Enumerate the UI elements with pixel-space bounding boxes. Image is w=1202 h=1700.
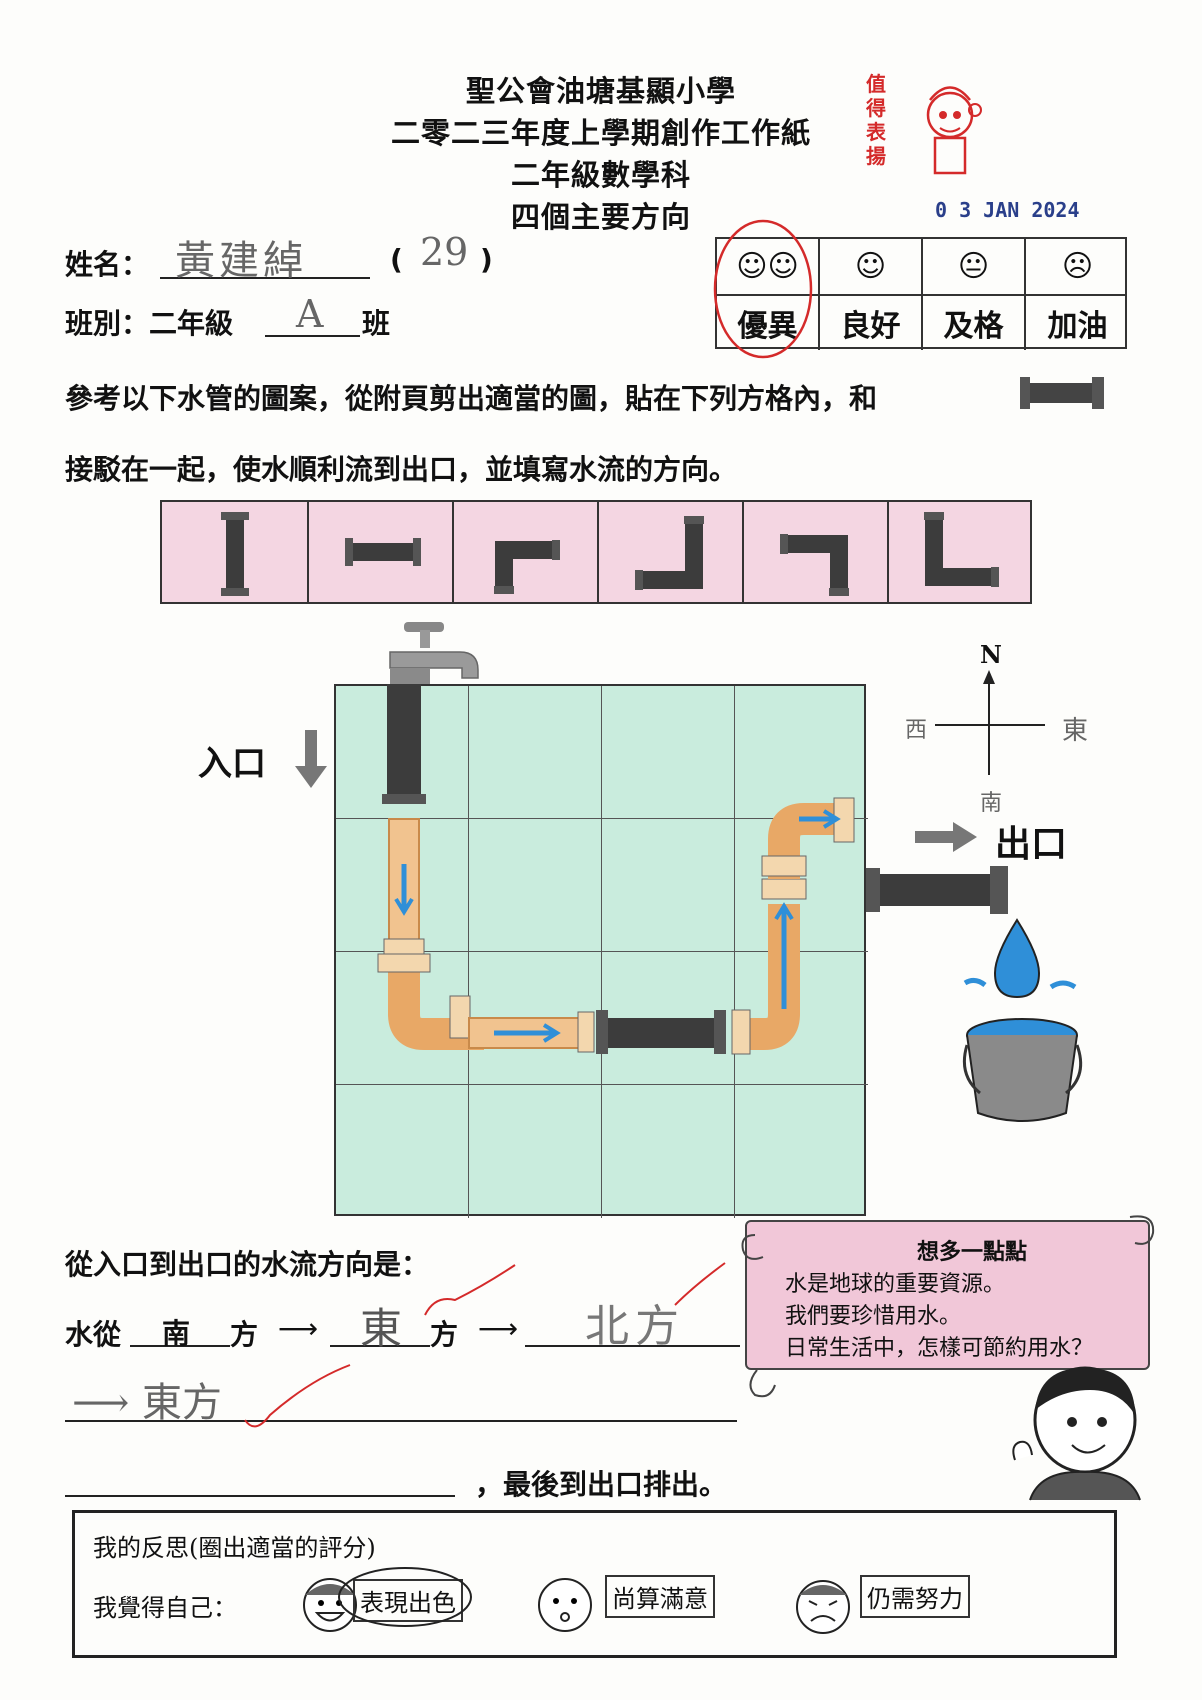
face-tryharder-icon: ☹ xyxy=(1061,249,1094,284)
boy-illustration-icon xyxy=(1010,1360,1150,1505)
fang-label-2: 方 xyxy=(430,1318,459,1351)
term-title: 二零二三年度上學期創作工作紙 xyxy=(390,116,811,150)
class-label: 班別：二年級 xyxy=(65,307,234,340)
bucket-icon xyxy=(960,1015,1090,1130)
think-line3: 日常生活中，怎樣可節約用水？ xyxy=(785,1336,1094,1361)
grid-cell[interactable] xyxy=(469,686,602,819)
number-value: 29 xyxy=(420,230,469,274)
rating-good: 良好 xyxy=(820,295,923,350)
water-drop-icon xyxy=(955,915,1085,1005)
option-satisfied[interactable]: 尚算滿意 xyxy=(605,1575,715,1618)
compass-west: 西 xyxy=(905,718,928,743)
name-label: 姓名： xyxy=(65,248,150,281)
face-pass-icon: 😐 xyxy=(923,239,1026,294)
scroll-curl-icon xyxy=(735,1205,1165,1405)
entrance-label: 入口 xyxy=(198,744,266,784)
grid-cell[interactable] xyxy=(469,819,602,952)
arrow-2: ⟶ xyxy=(478,1312,519,1345)
grid-cell[interactable] xyxy=(602,686,735,819)
think-more-box: 想多一點點 水是地球的重要資源。 我們要珍惜用水。 日常生活中，怎樣可節約用水？ xyxy=(745,1220,1150,1370)
pipe-path xyxy=(334,684,866,1216)
compass-south: 南 xyxy=(980,791,1003,816)
topic-title: 四個主要方向 xyxy=(510,200,691,234)
check-mark-icon xyxy=(415,1255,735,1325)
exit-pipe-icon xyxy=(866,860,1016,920)
direction-blank4[interactable]: ⟶ 東方 xyxy=(72,1380,223,1426)
question-heading: 從入口到出口的水流方向是： xyxy=(65,1248,430,1281)
question-ending: ，最後到出口排出。 xyxy=(475,1468,728,1501)
fang-label-1: 方 xyxy=(230,1318,259,1351)
name-value: 黃建綽 xyxy=(175,238,307,284)
pipe-elbow-wn-icon xyxy=(599,502,744,602)
think-line1: 水是地球的重要資源。 xyxy=(785,1272,1006,1297)
school-name: 聖公會油塘基顯小學 xyxy=(465,74,736,108)
right-arrow-icon xyxy=(915,822,977,852)
number-close: ) xyxy=(480,243,493,276)
direction-blank2[interactable]: 東 xyxy=(360,1304,403,1353)
water-from-label: 水從 xyxy=(65,1318,122,1351)
grid-cell[interactable] xyxy=(469,1085,602,1218)
direction-blank1[interactable]: 南 xyxy=(162,1317,191,1350)
think-title: 想多一點點 xyxy=(917,1240,1028,1265)
think-line2: 我們要珍惜用水。 xyxy=(785,1304,962,1329)
stamp-date: 0 3 JAN 2024 xyxy=(935,198,1080,222)
frustrated-face-icon xyxy=(785,1573,860,1638)
rating-tryharder: 加油 xyxy=(1047,308,1108,344)
grid-cell[interactable] xyxy=(602,819,735,952)
reflection-prompt: 我覺得自己： xyxy=(93,1594,237,1622)
compass-north: N xyxy=(980,640,1002,669)
subject-title: 二年級數學科 xyxy=(510,158,691,192)
arrow-1: ⟶ xyxy=(278,1312,319,1345)
grid-cell[interactable] xyxy=(735,819,868,952)
pipe-horizontal-icon xyxy=(309,502,454,602)
instruction-line1: 參考以下水管的圖案，從附頁剪出適當的圖，貼在下列方格內，和 xyxy=(65,382,878,415)
face-good-icon: ☺ xyxy=(820,239,923,294)
class-suffix: 班 xyxy=(362,307,391,340)
class-value: A xyxy=(296,292,324,336)
compass-east: 東 xyxy=(1062,716,1089,746)
reflection-heading: 我的反思(圈出適當的評分) xyxy=(93,1534,376,1562)
grid-cell[interactable] xyxy=(735,952,868,1085)
option-excellent[interactable]: 表現出色 xyxy=(353,1579,463,1622)
reflection-box: 我的反思(圈出適當的評分) 我覺得自己： 表現出色 尚算滿意 仍需努力 xyxy=(72,1510,1117,1658)
rating-pass: 及格 xyxy=(923,295,1026,350)
pipe-elbow-se-icon xyxy=(454,502,599,602)
pipe-elbow-ne-icon xyxy=(889,502,1030,602)
rating-excellent: 優異 xyxy=(717,295,820,350)
rating-selected-circle xyxy=(708,214,818,359)
option-selected-circle xyxy=(335,1565,475,1629)
number-open: ( xyxy=(390,243,403,276)
direction-blank3[interactable]: 北方 xyxy=(585,1301,685,1352)
praise-stamp xyxy=(870,70,990,180)
check-mark-icon xyxy=(240,1360,380,1435)
face-excellent-icon: ☺☺ xyxy=(717,239,820,294)
grid-cell[interactable] xyxy=(336,1085,469,1218)
neutral-face-icon xyxy=(530,1573,600,1638)
compass xyxy=(905,640,1095,800)
option-needs-effort[interactable]: 仍需努力 xyxy=(860,1575,970,1618)
pipe-pieces-strip xyxy=(160,500,1032,604)
down-arrow-icon xyxy=(295,730,327,790)
stamp-text: 值得表揚 xyxy=(866,72,886,168)
grid-cell[interactable] xyxy=(602,1085,735,1218)
exit-label: 出口 xyxy=(995,824,1068,865)
pipe-sample-icon xyxy=(1020,377,1105,409)
pipe-elbow-ws-icon xyxy=(744,502,889,602)
pipe-vertical-icon xyxy=(162,502,309,602)
instruction-line2: 接駁在一起，使水順利流到出口，並填寫水流的方向。 xyxy=(65,453,738,486)
